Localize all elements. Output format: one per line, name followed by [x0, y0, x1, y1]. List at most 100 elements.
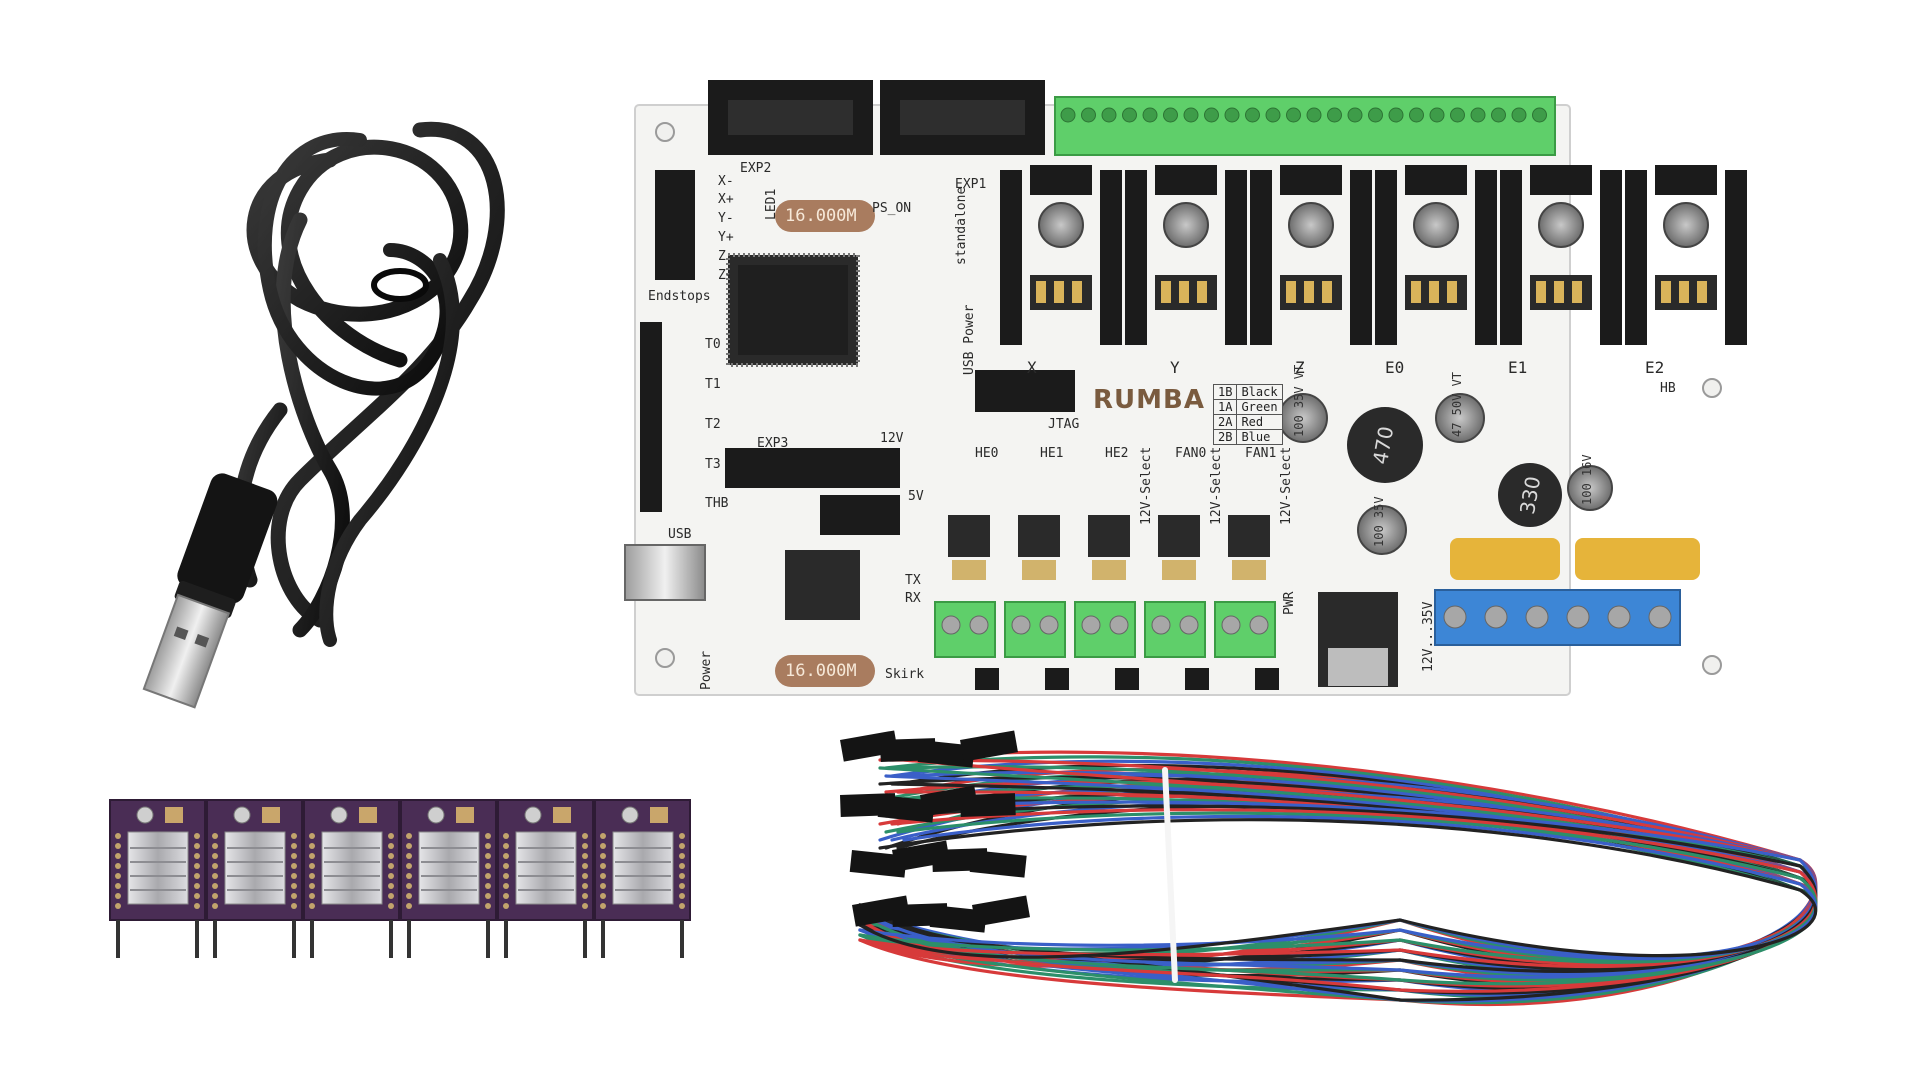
terminal-screw: [1142, 107, 1158, 123]
inductor-470: [1347, 407, 1423, 483]
input-voltage-label: 12V...35V: [1421, 601, 1436, 672]
fan-label: FAN0: [1175, 446, 1207, 461]
axis-label-y: Y: [1170, 358, 1180, 377]
heater-label: HE0: [975, 446, 999, 461]
crystal-2-label: 16.000M: [785, 661, 857, 681]
axis-label-x: X: [1027, 358, 1037, 377]
terminal-screw: [1532, 107, 1547, 123]
thermistor-label: T1: [705, 377, 721, 392]
exp1-label: EXP1: [955, 177, 987, 192]
endstop-pin-label: X+: [718, 192, 734, 207]
crystal-2: [775, 655, 875, 687]
stepper-drivers: [109, 799, 691, 958]
thermistor-label: THB: [705, 496, 729, 511]
mosfet: [1158, 515, 1200, 580]
usb-a-plug: [142, 473, 278, 709]
terminal-screw: [1245, 107, 1260, 123]
mosfet: [948, 515, 990, 580]
fuses: [1450, 538, 1700, 580]
terminal-screw: [1450, 107, 1465, 123]
heater-label: HE2: [1105, 446, 1129, 461]
thermistor-label: T2: [705, 417, 721, 432]
motor-terminal-strip: [1054, 96, 1556, 156]
driver-socket: [1000, 165, 1122, 345]
axis-label-e0: E0: [1385, 358, 1405, 377]
terminal-screw: [1265, 107, 1281, 123]
output-terminal: [934, 601, 999, 690]
thermistor-label: T0: [705, 337, 721, 352]
mcu-chip: [726, 253, 860, 367]
terminal-screw: [1388, 107, 1404, 123]
terminal-screw: [1183, 107, 1199, 123]
driver-socket: [1625, 165, 1747, 345]
power-label: Power: [699, 650, 714, 690]
jumper-wire: [858, 818, 1818, 959]
stepper-driver: [497, 799, 594, 958]
terminal-screw: [1470, 107, 1486, 123]
thermistor-label: T3: [705, 457, 721, 472]
terminal-screw: [1122, 107, 1137, 123]
dupont-connector: [849, 850, 907, 878]
5v-label: 5V: [908, 489, 924, 504]
endstop-pin-label: X-: [718, 174, 734, 189]
cable-tie: [1162, 767, 1178, 983]
dupont-connector: [877, 795, 935, 823]
output-terminal: [1144, 601, 1209, 690]
endstop-pin-label: Y+: [718, 230, 734, 245]
driver-sockets: [1000, 165, 1747, 345]
crystal-1: [775, 200, 875, 232]
jtag-label: JTAG: [1048, 417, 1080, 432]
usb-label: USB: [668, 527, 692, 542]
dupont-connector: [969, 850, 1027, 878]
driver-socket: [1375, 165, 1497, 345]
terminal-screw: [1306, 107, 1322, 123]
dupont-connector: [929, 905, 987, 933]
dupont-connector: [972, 895, 1030, 927]
exp2-label: EXP2: [740, 161, 772, 176]
cap-label: 100 35V: [1372, 496, 1386, 547]
voltage-select-label: 12V-Select: [1209, 446, 1224, 525]
endstop-pin-label: Z-: [718, 249, 734, 264]
usb-chip: [785, 550, 860, 620]
terminal-screw: [1409, 107, 1424, 123]
driver-socket: [1125, 165, 1247, 345]
led1-label: LED1: [764, 188, 779, 220]
thermistor-header: [640, 322, 662, 512]
inductor-330: [1498, 463, 1562, 527]
terminal-screw: [1607, 605, 1631, 629]
tx-label: TX: [905, 573, 921, 588]
mount-holes: [655, 122, 1722, 675]
voltage-regulator: [1318, 592, 1398, 687]
crystal-1-label: 16.000M: [785, 206, 857, 226]
mosfets: [948, 515, 1270, 580]
terminal-screw: [1443, 605, 1467, 629]
terminal-screw: [1648, 605, 1672, 629]
mosfet: [1088, 515, 1130, 580]
terminal-screw: [1347, 107, 1363, 123]
endstops-label: Endstops: [648, 289, 711, 304]
terminal-screw: [1368, 107, 1383, 123]
terminal-screw: [1566, 605, 1590, 629]
usb-cable: [232, 121, 505, 647]
terminal-screw: [1429, 107, 1445, 123]
dupont-connector: [959, 730, 1018, 762]
stepper-driver: [594, 799, 691, 958]
aux-header: [820, 495, 900, 535]
capacitors: [1278, 393, 1613, 555]
terminal-screw: [1484, 605, 1508, 629]
jumper-wire-bundle: [840, 730, 1818, 1006]
usb-power-label: USB Power: [962, 304, 977, 375]
terminal-screw: [1224, 107, 1240, 123]
voltage-select-label: 12V-Select: [1139, 446, 1154, 525]
mosfet: [1018, 515, 1060, 580]
usb-mini-port: [624, 544, 706, 601]
cap-label: 100 35V VT: [1292, 364, 1306, 437]
terminal-screw: [1511, 107, 1527, 123]
output-terminal: [1214, 601, 1279, 690]
terminal-screw: [1101, 107, 1117, 123]
driver-socket: [1500, 165, 1622, 345]
hb-label: HB: [1660, 381, 1676, 396]
axis-label-e1: E1: [1508, 358, 1528, 377]
exp3-label: EXP3: [757, 436, 789, 451]
terminal-screw: [1525, 605, 1549, 629]
